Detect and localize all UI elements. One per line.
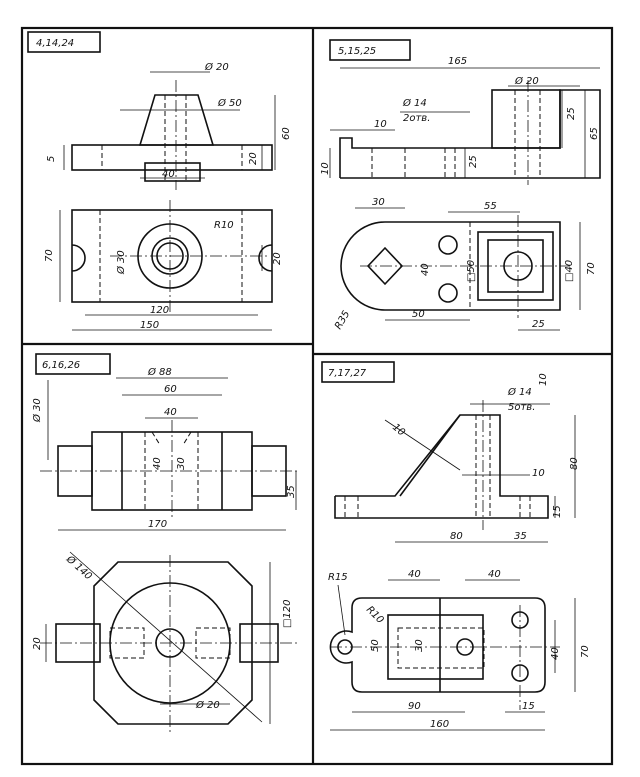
dim-dia-88: Ø 88 (147, 366, 172, 378)
dim-width-80: 80 (450, 531, 463, 542)
dim-height-40: 40 (550, 647, 561, 660)
dim-square-120: □120 (282, 599, 293, 628)
top-view: 30 55 40 □50 □40 70 R35 50 25 (333, 197, 597, 332)
dim-thickness-10: 10 (390, 422, 407, 439)
dim-height-20: 20 (32, 637, 43, 650)
dim-dia-20: Ø 20 (204, 61, 229, 73)
dim-width-15: 15 (522, 701, 535, 712)
dim-width-40a: 40 (408, 569, 421, 580)
dim-height-10: 10 (320, 162, 331, 175)
dim-radius-15: R15 (328, 572, 348, 583)
dim-height-10a: 10 (538, 373, 549, 386)
panel-tag: 5,15,25 (338, 46, 376, 57)
dim-width-35: 35 (514, 531, 527, 542)
dim-square-50: □50 (466, 260, 477, 282)
dim-height-25: 25 (566, 107, 577, 120)
dim-radius-10: R10 (214, 220, 234, 231)
panel-7-17-27: 7,17,27 Ø 14 5отв. 10 10 10 80 15 80 (321, 361, 591, 731)
dim-height-65: 65 (589, 127, 600, 140)
dim-dia-30: Ø 30 (115, 250, 127, 275)
dim-width-150: 150 (140, 320, 159, 331)
dim-height-50: 50 (370, 639, 381, 652)
dim-dia-14: Ø 14 (402, 97, 427, 109)
dim-height-60: 60 (281, 127, 292, 140)
dim-height-5: 5 (46, 156, 57, 162)
panel-tag: 6,16,26 (42, 360, 80, 371)
top-view: Ø 140 □120 20 Ø 20 (32, 551, 300, 735)
dim-height-20: 20 (248, 152, 259, 165)
top-view: 70 Ø 30 R10 20 120 150 (44, 200, 283, 331)
dim-height-25b: 25 (468, 155, 479, 168)
dim-width-40b: 40 (488, 569, 501, 580)
panel-5-15-25: 5,15,25 165 Ø 20 Ø 14 2отв. 10 25 65 (320, 39, 601, 332)
front-view: Ø 14 5отв. 10 10 10 80 15 80 35 (334, 373, 580, 543)
dim-width-40: 40 (162, 169, 175, 180)
front-view: Ø 88 60 40 Ø 30 40 30 35 170 (31, 366, 300, 531)
dim-height-70: 70 (580, 645, 591, 658)
dim-height-40: 40 (152, 457, 163, 470)
dim-width-10: 10 (532, 468, 545, 479)
panel-6-16-26: 6,16,26 Ø 88 60 40 Ø 30 40 30 35 (31, 353, 300, 735)
dim-height-80: 80 (569, 457, 580, 470)
dim-holes-5: 5отв. (508, 402, 535, 413)
dim-width-50: 50 (412, 309, 425, 320)
dim-height-15: 15 (552, 505, 563, 518)
dim-height-40: 40 (420, 263, 431, 276)
front-view: 165 Ø 20 Ø 14 2отв. 10 25 65 25 10 (320, 56, 601, 185)
dim-square-40: □40 (564, 260, 575, 282)
dim-height-30: 30 (414, 639, 425, 652)
sheet-border (20, 26, 614, 766)
dim-holes-2: 2отв. (403, 113, 430, 124)
dim-dia-14: Ø 14 (507, 386, 532, 398)
panel-4-14-24: 4,14,24 Ø 20 Ø 50 60 5 20 40 (27, 31, 292, 331)
dim-height-35: 35 (286, 485, 297, 498)
dim-radius-10: R10 (364, 604, 386, 626)
dim-radius-35: R35 (333, 309, 352, 332)
dim-width-20: 20 (272, 252, 283, 265)
top-view: R15 R10 40 40 50 30 40 70 90 15 160 (328, 569, 591, 731)
dim-width-165: 165 (448, 56, 467, 67)
dim-width-10: 10 (374, 119, 387, 130)
dim-height-70: 70 (44, 249, 55, 262)
dim-dia-50: Ø 50 (217, 97, 242, 109)
dim-dia-30: Ø 30 (31, 398, 43, 423)
dim-width-170: 170 (148, 519, 167, 530)
dim-width-25: 25 (532, 319, 545, 330)
dim-dia-140: Ø 140 (63, 553, 94, 583)
dim-width-40: 40 (164, 407, 177, 418)
dim-width-120: 120 (150, 305, 169, 316)
panel-tag: 4,14,24 (36, 38, 74, 49)
dim-height-70: 70 (586, 262, 597, 275)
dim-width-30: 30 (372, 197, 385, 208)
panel-tag: 7,17,27 (328, 368, 367, 379)
dim-width-55: 55 (484, 201, 497, 212)
dim-width-60: 60 (164, 384, 177, 395)
dim-dia-20-bottom: Ø 20 (195, 699, 220, 711)
dim-width-90: 90 (408, 701, 421, 712)
front-view: Ø 20 Ø 50 60 5 20 40 (46, 61, 292, 190)
dim-height-30: 30 (176, 457, 187, 470)
dim-width-160: 160 (430, 719, 449, 730)
dim-dia-20: Ø 20 (514, 75, 539, 87)
